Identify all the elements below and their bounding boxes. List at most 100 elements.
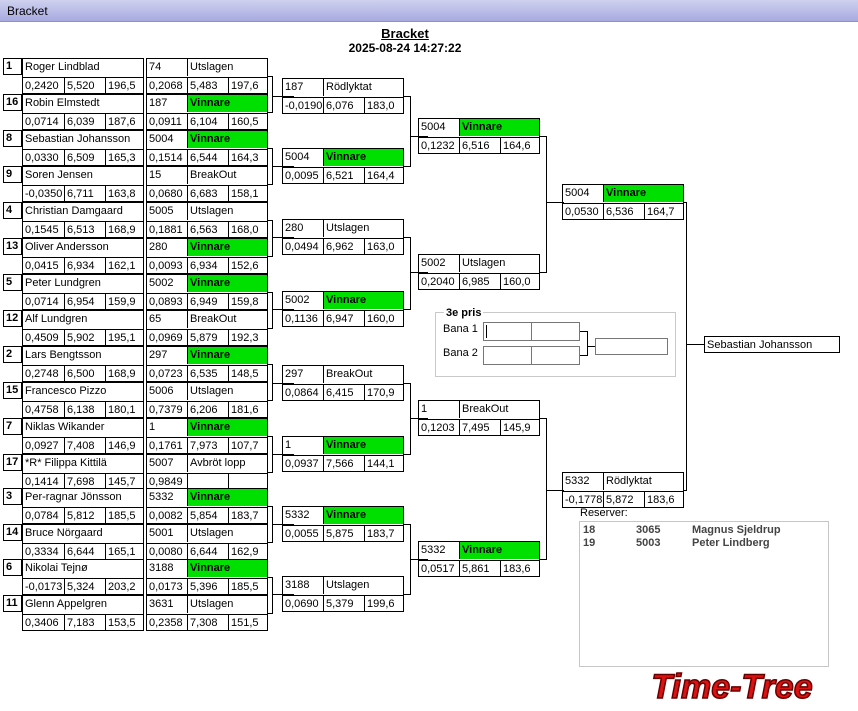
reaction-time: 0,2040 xyxy=(421,276,455,288)
speed: 197,6 xyxy=(228,78,267,94)
player-name: Peter Lundgren xyxy=(25,277,101,289)
reaction-time: 0,1761 xyxy=(149,440,183,452)
car-number: 5001 xyxy=(149,527,174,539)
speed: 183,6 xyxy=(644,492,683,508)
status-label: Utslagen xyxy=(323,577,403,594)
connector xyxy=(268,256,272,257)
connector xyxy=(404,383,410,384)
elapsed-time: 6,206 xyxy=(187,402,228,418)
car-number: 187 xyxy=(149,97,168,109)
connector xyxy=(410,383,411,455)
seed-number: 16 xyxy=(3,94,22,111)
seed-number: 17 xyxy=(3,454,22,471)
reaction-time: 0,0055 xyxy=(285,528,319,540)
reaction-time: 0,0415 xyxy=(25,260,59,272)
speed: 170,9 xyxy=(364,385,403,401)
reaction-time: 0,3406 xyxy=(25,617,59,629)
elapsed-time: 5,483 xyxy=(187,78,228,94)
car-number: 297 xyxy=(149,349,168,361)
winner-badge: Vinnare xyxy=(459,542,539,559)
player-name-row: Soren Jensen xyxy=(23,167,143,184)
connector xyxy=(268,506,272,507)
winner-badge: Vinnare xyxy=(187,131,267,148)
reaction-time: 0,0714 xyxy=(25,116,59,128)
reaction-time: 0,2358 xyxy=(149,617,183,629)
speed: 162,1 xyxy=(105,258,143,274)
seed-number: 14 xyxy=(3,524,22,541)
lane1-box[interactable] xyxy=(483,322,580,341)
elapsed-time: 6,934 xyxy=(64,258,105,274)
speed: 160,5 xyxy=(228,114,267,130)
speed xyxy=(228,474,267,490)
reaction-time: 0,0530 xyxy=(565,206,599,218)
player-name-row: Per-ragnar Jönsson xyxy=(23,489,143,506)
speed: 183,0 xyxy=(364,98,403,114)
connector xyxy=(268,577,272,578)
lane2-box[interactable] xyxy=(483,346,580,365)
elapsed-time: 6,513 xyxy=(64,222,105,238)
speed: 168,9 xyxy=(105,366,143,382)
elapsed-time: 5,812 xyxy=(64,508,105,524)
status-label: Utslagen xyxy=(459,255,539,272)
elapsed-time: 5,875 xyxy=(323,526,364,542)
winner-badge: Vinnare xyxy=(187,347,267,364)
car-number: 3631 xyxy=(149,598,174,610)
champion-box[interactable]: Sebastian Johansson xyxy=(704,336,840,353)
